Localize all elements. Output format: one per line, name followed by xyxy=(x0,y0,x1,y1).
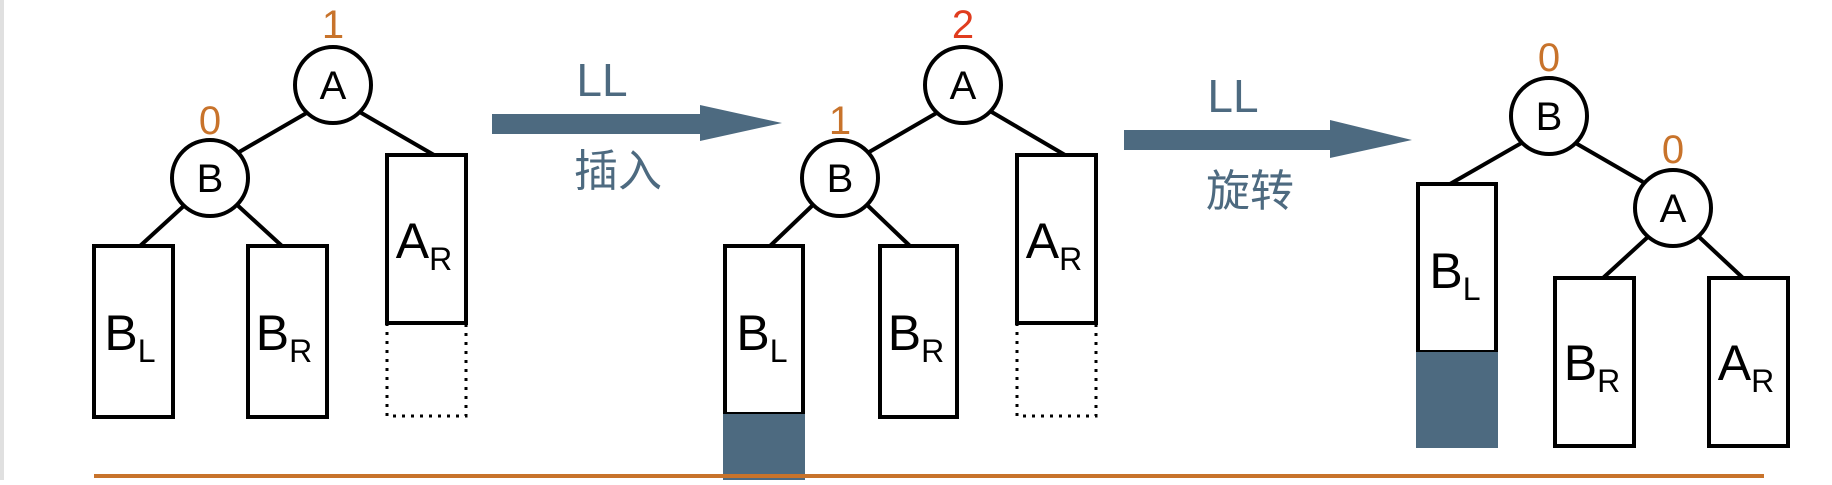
node-a-balance: 2 xyxy=(952,3,974,47)
node-b-circle xyxy=(1509,76,1589,156)
edge-a-b xyxy=(232,109,312,157)
inserted-node-block xyxy=(723,414,805,480)
edge-a-br xyxy=(1601,233,1652,280)
left-border xyxy=(0,0,4,480)
subtree-br-box xyxy=(246,244,329,419)
arrow-1-head xyxy=(700,105,782,141)
subtree-br-box xyxy=(1553,276,1636,448)
node-a-balance: 0 xyxy=(1662,128,1684,172)
node-a-circle xyxy=(923,45,1003,125)
arrow-2-caption: 旋转 xyxy=(1206,166,1294,217)
node-a-label: A xyxy=(950,64,977,108)
subtree-bl-label: BL xyxy=(736,305,787,369)
edge-a-ar xyxy=(356,109,436,157)
node-b-balance: 0 xyxy=(199,99,221,143)
arrow-1 xyxy=(492,105,782,141)
stage-2-tree xyxy=(723,45,1098,419)
subtree-br-label: BR xyxy=(888,305,944,369)
subtree-br-label: BR xyxy=(256,305,312,369)
edge-a-ar xyxy=(988,109,1067,157)
edge-b-bl xyxy=(1449,139,1526,186)
node-a-balance: 1 xyxy=(322,3,344,47)
baseline xyxy=(94,474,1764,478)
node-b-balance: 1 xyxy=(829,99,851,143)
arrow-2 xyxy=(1124,120,1412,158)
arrow-2-head xyxy=(1330,120,1412,158)
arrow-2-shaft xyxy=(1124,130,1334,150)
node-b-circle xyxy=(800,138,880,218)
subtree-bl-box xyxy=(92,244,175,419)
edge-a-ar xyxy=(1695,233,1745,280)
node-a-label: A xyxy=(320,64,347,108)
node-a-circle xyxy=(293,45,373,125)
node-b-circle xyxy=(170,138,250,218)
subtree-ar-placeholder xyxy=(385,323,468,418)
edge-a-b xyxy=(862,109,942,157)
edge-b-br xyxy=(863,201,912,248)
subtree-bl-box xyxy=(723,244,805,416)
node-a-circle xyxy=(1633,168,1713,248)
arrow-1-shaft xyxy=(492,114,702,134)
edge-b-bl xyxy=(138,201,189,248)
subtree-br-label: BR xyxy=(1564,335,1620,399)
edge-b-bl xyxy=(768,201,817,248)
node-b-label: B xyxy=(197,157,224,201)
subtree-ar-label: AR xyxy=(1026,213,1082,277)
subtree-ar-box xyxy=(385,153,468,325)
subtree-ar-placeholder xyxy=(1015,323,1098,418)
subtree-br-box xyxy=(878,244,959,419)
subtree-bl-box xyxy=(1416,182,1498,354)
subtree-bl-label: BL xyxy=(1429,243,1480,307)
subtree-ar-label: AR xyxy=(1718,335,1774,399)
arrow-1-caption: 插入 xyxy=(574,146,662,197)
node-b-label: B xyxy=(827,157,854,201)
arrow-2-label: LL xyxy=(1207,70,1258,122)
node-a-label: A xyxy=(1660,187,1687,231)
stage-1-tree xyxy=(92,45,468,419)
subtree-ar-box xyxy=(1015,153,1098,325)
inserted-node-block xyxy=(1416,352,1498,448)
node-b-balance: 0 xyxy=(1538,36,1560,80)
subtree-ar-label: AR xyxy=(396,213,452,277)
edge-b-br xyxy=(233,201,284,248)
subtree-ar-box xyxy=(1707,276,1790,448)
stage-3-tree xyxy=(1416,76,1790,448)
edge-b-a xyxy=(1570,139,1645,184)
arrow-1-label: LL xyxy=(576,54,627,106)
subtree-bl-label: BL xyxy=(104,305,155,369)
node-b-label: B xyxy=(1536,95,1563,139)
